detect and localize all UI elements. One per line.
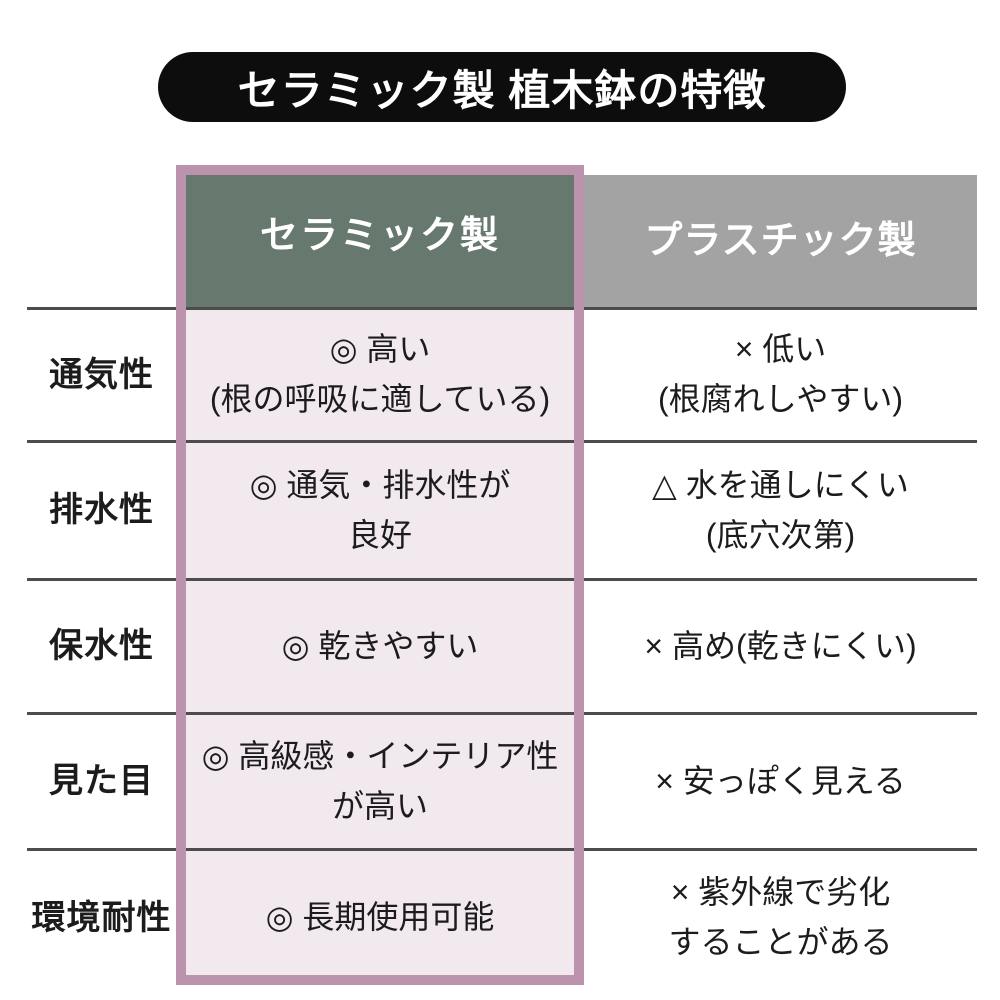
- ceramic-cell: ◎ 高級感・インテリア性 が高い: [176, 712, 584, 848]
- plastic-cell: × 紫外線で劣化 することがある: [584, 848, 977, 985]
- header-spacer-cell: [27, 165, 176, 307]
- cell-line: △ 水を通しにくい: [652, 466, 909, 503]
- column-header-plastic: プラスチック製: [584, 175, 977, 307]
- ceramic-cell: ◎ 高い (根の呼吸に適している): [176, 307, 584, 440]
- row-label: 見た目: [27, 712, 176, 848]
- ceramic-cell: ◎ 通気・排水性が 良好: [176, 440, 584, 578]
- column-header-label: プラスチック製: [644, 219, 917, 262]
- cell-line: × 紫外線で劣化: [670, 874, 891, 911]
- column-header-ceramic: セラミック製: [176, 165, 584, 307]
- cell-line: ◎ 高級感・インテリア性: [201, 737, 559, 774]
- cell-line: ◎ 通気・排水性が: [249, 466, 511, 503]
- cell-line: (根の呼吸に適している): [209, 381, 551, 417]
- cell-line: ◎ 長期使用可能: [265, 899, 495, 936]
- page-title: セラミック製 植木鉢の特徴: [237, 66, 767, 114]
- column-header-label: セラミック製: [259, 214, 500, 257]
- row-label: 通気性: [27, 307, 176, 440]
- cell-line: (底穴次第): [705, 516, 856, 553]
- row-label: 排水性: [27, 440, 176, 578]
- cell-line: × 高め(乾きにくい): [644, 627, 917, 664]
- row-label-text: 見た目: [49, 762, 154, 801]
- ceramic-cell: ◎ 長期使用可能: [176, 848, 584, 985]
- row-label-text: 保水性: [49, 627, 154, 666]
- title-badge: セラミック製 植木鉢の特徴: [158, 52, 846, 122]
- table-grid: セラミック製 プラスチック製 通気性 ◎ 高い (根の呼吸に適している) × 低…: [27, 165, 977, 985]
- ceramic-cell: ◎ 乾きやすい: [176, 578, 584, 712]
- comparison-table: セラミック製 プラスチック製 通気性 ◎ 高い (根の呼吸に適している) × 低…: [27, 165, 977, 985]
- cell-line: ◎ 高い: [329, 331, 431, 368]
- plastic-cell: △ 水を通しにくい (底穴次第): [584, 440, 977, 578]
- row-label-text: 排水性: [49, 491, 154, 530]
- cell-line: することがある: [668, 924, 893, 960]
- cell-line: (根腐れしやすい): [658, 381, 903, 417]
- plastic-cell: × 安っぽく見える: [584, 712, 977, 848]
- cell-line: が高い: [331, 787, 428, 824]
- cell-line: × 低い: [734, 331, 827, 368]
- plastic-cell: × 低い (根腐れしやすい): [584, 307, 977, 440]
- row-label: 環境耐性: [27, 848, 176, 985]
- row-label-text: 環境耐性: [31, 898, 172, 937]
- cell-line: × 安っぽく見える: [655, 762, 906, 799]
- cell-line: ◎ 乾きやすい: [281, 627, 479, 664]
- cell-line: 良好: [347, 516, 412, 553]
- row-label-text: 通気性: [49, 355, 154, 394]
- row-label: 保水性: [27, 578, 176, 712]
- plastic-cell: × 高め(乾きにくい): [584, 578, 977, 712]
